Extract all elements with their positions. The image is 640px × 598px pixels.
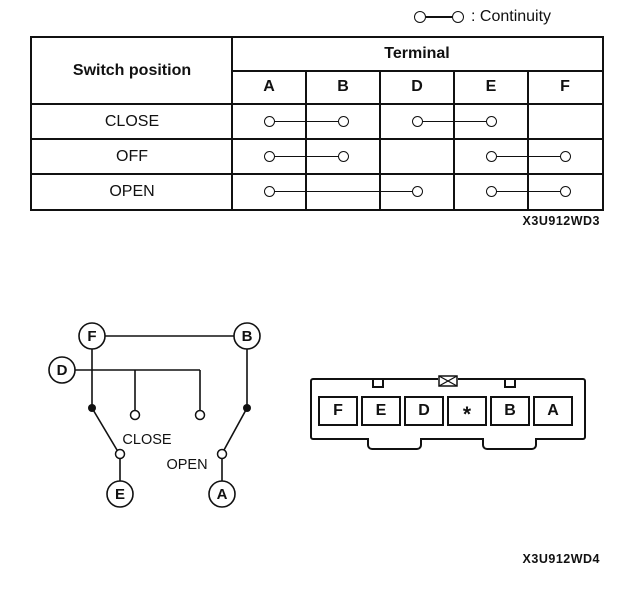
close-position-label: CLOSE: [122, 432, 171, 448]
table-hline: [232, 70, 602, 72]
continuity-link-line: [268, 190, 418, 193]
table-col-divider: [453, 70, 455, 209]
switch-position-label: CLOSE: [104, 112, 160, 130]
continuity-link-dot: [263, 186, 275, 197]
continuity-link-dot: [559, 186, 571, 197]
continuity-link-line: [416, 120, 492, 123]
terminal-b-label: B: [242, 328, 253, 345]
switch-position-header: Switch position: [72, 62, 192, 79]
continuity-circle-icon: [414, 11, 426, 23]
table-col-divider: [305, 70, 307, 209]
continuity-link-dot: [485, 151, 497, 162]
connector-tab-icon: [482, 438, 537, 450]
connector-cell: F: [318, 396, 358, 426]
terminal-column-header: A: [263, 78, 275, 95]
continuity-legend: : Continuity: [414, 8, 551, 26]
table-col-divider: [379, 70, 381, 209]
continuity-circle-icon: [452, 11, 464, 23]
figure-code-connector: X3U912WD4: [522, 552, 600, 566]
continuity-link-line: [490, 190, 566, 193]
continuity-link-dot: [485, 116, 497, 127]
continuity-link-dot: [559, 151, 571, 162]
continuity-link: [263, 186, 423, 197]
connector-cell: A: [533, 396, 573, 426]
connector-lock-icon: [438, 375, 458, 387]
switch-position-label: OPEN: [109, 182, 155, 200]
connector-cell: B: [490, 396, 530, 426]
table-hline: [32, 103, 602, 105]
terminal-circles: [48, 322, 261, 508]
terminal-column-header: D: [411, 78, 423, 95]
terminal-f-label: F: [87, 328, 96, 345]
continuity-table: Switch position Terminal A B D E F CLOSE OFF OP…: [30, 36, 604, 211]
continuity-link-dot: [485, 186, 497, 197]
continuity-link: [263, 151, 349, 162]
connector-tab-icon: [372, 378, 384, 388]
continuity-link: [263, 116, 349, 127]
continuity-link-dot: [263, 116, 275, 127]
circuit-wires: [75, 335, 248, 481]
terminal-column-header: F: [560, 78, 570, 95]
continuity-link-dot: [337, 151, 349, 162]
continuity-link: [411, 116, 497, 127]
close-contact: [129, 409, 141, 421]
junction-dots: [88, 404, 251, 412]
continuity-link-line: [268, 120, 344, 123]
switch-position-label: OFF: [116, 147, 148, 165]
connector-cell-blank: *: [447, 396, 487, 426]
table-col-divider: [527, 70, 529, 209]
figure-code-table: X3U912WD3: [522, 214, 600, 228]
connector-cell: D: [404, 396, 444, 426]
terminal-e-label: E: [115, 486, 125, 503]
table-hline: [32, 138, 602, 140]
terminal-column-header: E: [485, 78, 497, 95]
continuity-legend-label: : Continuity: [471, 8, 552, 25]
continuity-line-icon: [426, 16, 452, 18]
continuity-link: [485, 186, 571, 197]
continuity-link: [485, 151, 571, 162]
continuity-link-dot: [263, 151, 275, 162]
continuity-link-dot: [337, 116, 349, 127]
continuity-link-line: [490, 155, 566, 158]
switch-contacts: [114, 409, 228, 460]
connector-tab-icon: [504, 378, 516, 388]
continuity-link-line: [268, 155, 344, 158]
continuity-link-dot: [411, 186, 423, 197]
open-contact: [114, 448, 126, 460]
open-position-label: OPEN: [166, 457, 207, 473]
table-hline: [32, 173, 602, 175]
connector-tab-icon: [367, 438, 422, 450]
continuity-link-dot: [411, 116, 423, 127]
terminal-header: Terminal: [384, 45, 450, 62]
table-vline: [231, 38, 233, 209]
open-contact: [216, 448, 228, 460]
terminal-column-header: B: [337, 78, 349, 95]
terminal-a-label: A: [217, 486, 228, 503]
switch-circuit-diagram: F B D E A CLOSE OPEN: [48, 322, 261, 508]
terminal-d-label: D: [57, 362, 68, 379]
close-contact: [194, 409, 206, 421]
connector-cell: E: [361, 396, 401, 426]
